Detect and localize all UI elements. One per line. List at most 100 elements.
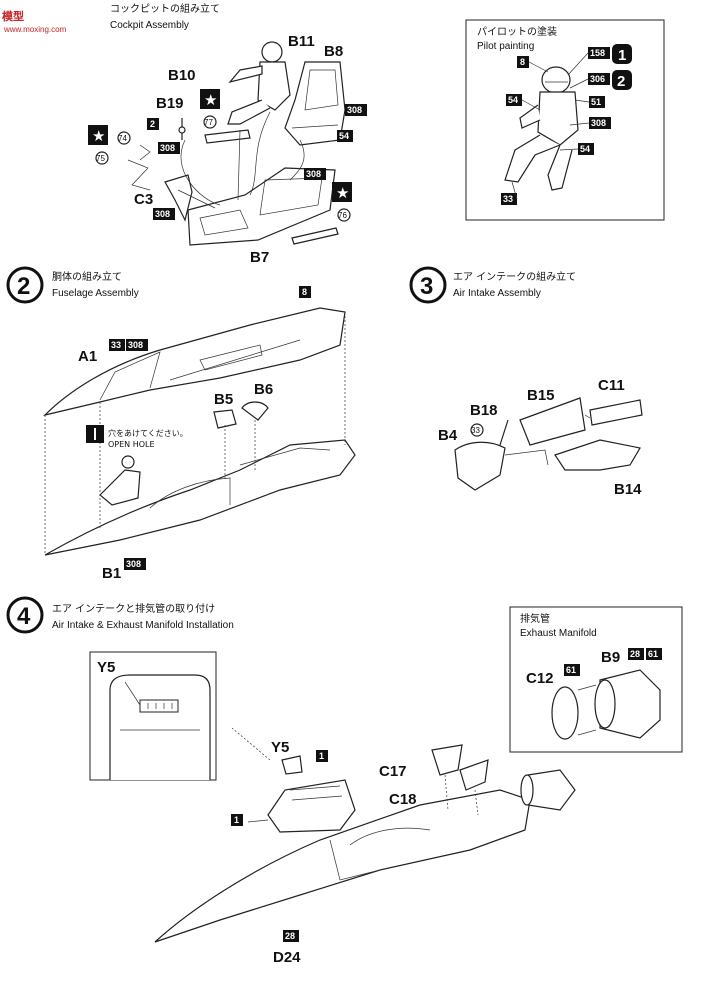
paint-code: 8: [299, 286, 311, 298]
svg-text:33: 33: [503, 194, 513, 204]
watermark: 模型 www.moxing.com: [2, 9, 67, 34]
paint-code: 51: [589, 96, 605, 108]
step2-title-en: Fuselage Assembly: [52, 288, 139, 299]
paint-code: 1: [231, 814, 243, 826]
svg-text:3: 3: [420, 273, 433, 300]
air-intake-drawing: [454, 397, 643, 491]
part-label: B4: [438, 427, 458, 444]
svg-text:★: ★: [336, 184, 349, 202]
step1-title-jp: コックピットの組み立て: [110, 2, 220, 15]
svg-text:2: 2: [617, 73, 625, 90]
part-label: B18: [470, 402, 498, 419]
exhaust-title-jp: 排気管: [520, 612, 550, 625]
part-label: B10: [168, 67, 196, 84]
paint-code: 308: [158, 142, 180, 154]
part-label: C18: [389, 791, 417, 808]
watermark-site: www.moxing.com: [3, 25, 67, 34]
paint-code: 308: [345, 104, 367, 116]
part-label: B11: [288, 33, 315, 50]
exhaust-manifold-panel: 排気管 Exhaust Manifold: [509, 606, 683, 753]
star-icon: ★: [200, 89, 220, 109]
svg-text:76: 76: [338, 211, 347, 220]
pilot-title-en: Pilot painting: [477, 41, 534, 52]
part-label: C3: [134, 191, 153, 208]
svg-text:308: 308: [128, 340, 143, 350]
paint-code: 33: [109, 339, 125, 351]
part-label: B15: [527, 387, 555, 404]
part-label: D24: [273, 949, 301, 966]
svg-text:308: 308: [160, 143, 175, 153]
part-label: B9: [601, 649, 620, 666]
final-assembly-drawing: [154, 727, 576, 943]
svg-text:33: 33: [111, 340, 121, 350]
paint-code: 1: [316, 750, 328, 762]
svg-text:54: 54: [339, 131, 349, 141]
paint-code: 308: [304, 168, 326, 180]
paint-code: 158: [588, 47, 610, 59]
callout-77: 77: [203, 115, 217, 129]
part-label: B8: [324, 43, 343, 60]
step3-title-jp: エア インテークの組み立て: [453, 270, 576, 283]
paint-code: 28: [283, 930, 299, 942]
paint-code: 308: [589, 117, 611, 129]
part-label: B1: [102, 565, 121, 582]
exhaust-title-en: Exhaust Manifold: [520, 628, 597, 639]
part-label: A1: [78, 348, 97, 365]
paint-code: 308: [124, 558, 146, 570]
step4-title-en: Air Intake & Exhaust Manifold Installati…: [52, 620, 234, 631]
part-label: Y5: [271, 739, 289, 756]
svg-text:33: 33: [471, 426, 480, 435]
svg-text:28: 28: [630, 649, 640, 659]
paint-code: 54: [337, 130, 353, 142]
paint-code: 61: [646, 648, 662, 660]
svg-text:77: 77: [204, 118, 213, 127]
pilot-option-2: 2: [612, 70, 632, 90]
paint-code: 33: [501, 193, 517, 205]
svg-text:74: 74: [118, 134, 127, 143]
open-hole-note-en: OPEN HOLE: [108, 440, 155, 449]
cockpit-assembly-drawing: [127, 41, 346, 246]
svg-text:308: 308: [591, 118, 606, 128]
svg-text:★: ★: [204, 91, 217, 109]
svg-text:51: 51: [591, 97, 601, 107]
open-hole-note-jp: 穴をあけてください。: [108, 428, 188, 438]
svg-text:28: 28: [285, 931, 295, 941]
paint-code: 54: [578, 143, 594, 155]
callout-75: 75: [95, 151, 109, 165]
paint-code: 2: [147, 118, 159, 130]
svg-text:2: 2: [17, 273, 30, 300]
step2-header: 2 胴体の組み立て Fuselage Assembly: [6, 266, 139, 304]
step4-title-jp: エア インテークと排気管の取り付け: [52, 602, 215, 615]
paint-code: 308: [126, 339, 148, 351]
svg-text:1: 1: [319, 751, 324, 761]
step1-header: コックピットの組み立て Cockpit Assembly: [110, 2, 220, 31]
step2-title-jp: 胴体の組み立て: [52, 270, 122, 283]
svg-text:306: 306: [590, 74, 605, 84]
step1-title-en: Cockpit Assembly: [110, 20, 189, 31]
y5-detail-panel: [89, 651, 217, 781]
svg-text:2: 2: [150, 119, 155, 129]
part-label: C11: [598, 377, 625, 394]
paint-code: 8: [517, 56, 529, 68]
part-label: B5: [214, 391, 233, 408]
svg-text:308: 308: [126, 559, 141, 569]
paint-code: 28: [628, 648, 644, 660]
callout-33: 33: [470, 423, 484, 437]
paint-code: 306: [588, 73, 610, 85]
svg-text:54: 54: [580, 144, 590, 154]
svg-text:308: 308: [306, 169, 321, 179]
pilot-painting-panel: パイロットの塗装 Pilot painting 1 2 158 306 8 51…: [465, 19, 665, 221]
callout-74: 74: [117, 131, 131, 145]
svg-text:1: 1: [234, 815, 239, 825]
star-icon: ★: [332, 182, 352, 202]
svg-text:8: 8: [302, 287, 307, 297]
svg-text:1: 1: [618, 47, 626, 64]
fuselage-assembly-drawing: [43, 307, 356, 556]
paint-code: 308: [153, 208, 175, 220]
svg-text:8: 8: [520, 57, 525, 67]
svg-text:61: 61: [648, 649, 658, 659]
svg-text:75: 75: [96, 154, 105, 163]
svg-text:4: 4: [17, 603, 31, 630]
svg-text:61: 61: [566, 665, 576, 675]
